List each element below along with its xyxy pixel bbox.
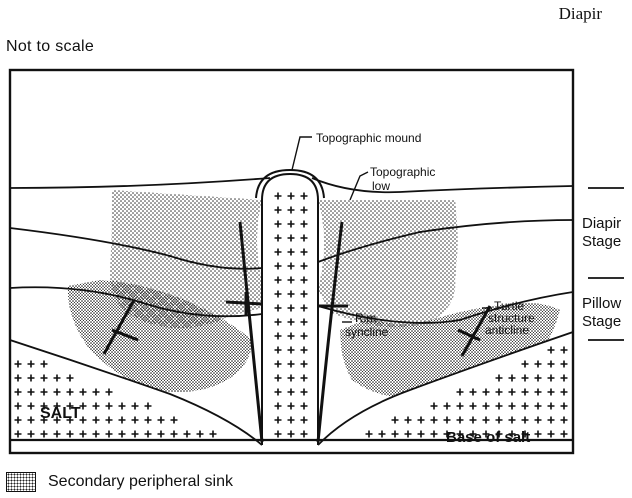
diapir-stage-sink — [318, 200, 458, 327]
label-topographic-mound: Topographic mound — [316, 131, 421, 145]
label-pillow-stage: Pillow — [582, 295, 621, 312]
label-topographic-low: low — [372, 179, 390, 193]
label-diapir-stage: Stage — [582, 233, 621, 250]
legend-label: Secondary peripheral sink — [48, 473, 233, 491]
label-rim-syncline: Rim — [355, 311, 376, 325]
leader-topographic-mound — [292, 137, 312, 170]
label-turtle-structure: anticline — [485, 323, 529, 337]
salt-diapir-diagram: Topographic mound Topographic low Diapir… — [0, 0, 632, 470]
label-pillow-stage: Stage — [582, 313, 621, 330]
label-salt: SALT — [40, 405, 81, 422]
left-syncline-symbol — [226, 302, 262, 304]
label-diapir-stage: Diapir — [582, 215, 621, 232]
leader-topographic-low — [350, 172, 368, 200]
label-topographic-low: Topographic — [370, 165, 435, 179]
legend-swatch — [6, 472, 36, 492]
legend: Secondary peripheral sink — [6, 470, 233, 494]
label-base-of-salt: Base of salt — [446, 429, 530, 446]
label-rim-syncline: syncline — [345, 325, 389, 339]
